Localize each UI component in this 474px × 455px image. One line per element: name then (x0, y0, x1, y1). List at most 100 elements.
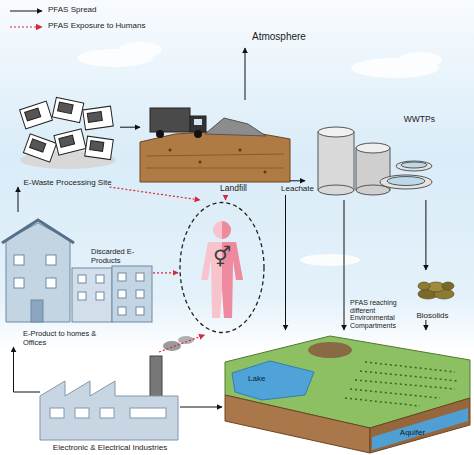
legend-samples (10, 26, 42, 27)
landscape-block (345, 398, 420, 406)
garbage-truck (150, 108, 206, 138)
e-waste-machines (87, 112, 102, 123)
factory (40, 381, 178, 440)
zone-label: Atmosphere (252, 31, 306, 43)
e-waste-machines (83, 106, 114, 130)
atmosphere-zone: Atmosphere (236, 28, 320, 48)
factory (130, 408, 166, 418)
landscape-block (360, 371, 458, 381)
garbage-truck (190, 116, 206, 132)
clouds (300, 254, 360, 266)
landscape-block (355, 380, 455, 389)
factory (40, 336, 194, 440)
e-waste-machines (23, 134, 56, 162)
homes-and-offices (96, 275, 104, 283)
e-waste-machines (20, 101, 53, 129)
biosolids-heap (418, 282, 454, 299)
biosolids-heap (418, 282, 430, 290)
homes-and-offices (2, 220, 74, 243)
industry-site: Electronic & Electrical Industries (40, 352, 180, 452)
homes-and-offices (46, 278, 56, 288)
e-waste-machines (54, 129, 86, 155)
spread-arrow (180, 407, 222, 408)
landscape-block (350, 389, 440, 398)
landfill-ground (169, 149, 172, 152)
homes-and-offices (118, 273, 126, 281)
homes-and-offices (14, 278, 24, 288)
e-waste-machines (52, 97, 84, 122)
factory (100, 408, 114, 418)
treatment-plant (318, 127, 354, 137)
wwtp-site: WWTPs (305, 115, 435, 200)
spread-arrow (425, 320, 426, 330)
environment-block: PFAS reaching different Environmental Co… (222, 330, 472, 453)
site-label: WWTPs (404, 115, 435, 125)
e-waste-machines (59, 135, 75, 147)
treatment-plant (380, 175, 432, 189)
spread-arrow (344, 200, 345, 330)
factory (150, 356, 162, 398)
treatment-plant (318, 127, 432, 195)
homes-and-offices (112, 266, 152, 322)
e-waste-machines (25, 108, 41, 121)
homes-and-offices (136, 273, 144, 281)
factory (163, 341, 181, 351)
treatment-plant (318, 185, 354, 195)
flow-label: E-Product to homes & Offices (23, 329, 105, 347)
treatment-plant (318, 132, 354, 190)
e-waste-machines (20, 97, 116, 169)
homes-and-offices (136, 290, 144, 298)
site-label: Landfill (220, 184, 247, 194)
homes-and-offices (6, 223, 70, 322)
e-waste-machines (90, 141, 104, 152)
zone-label: Lake (248, 374, 265, 383)
flow-label: Discarded E-Products (91, 247, 155, 265)
landfill-ground (264, 171, 267, 174)
site-label: Electronic & Electrical Industries (35, 443, 185, 452)
landscape-block (365, 362, 455, 372)
garbage-truck (150, 108, 190, 132)
treatment-plant (401, 162, 427, 168)
garbage-truck (194, 130, 202, 138)
clouds (118, 42, 162, 58)
exposure-arrow (225, 195, 226, 200)
homes-and-offices (14, 255, 24, 265)
human-figure (201, 221, 243, 318)
sky (0, 0, 474, 350)
biosolids-heap (442, 282, 454, 290)
garbage-truck (156, 130, 164, 138)
landscape-block (345, 362, 458, 406)
e-waste-site: E-Waste Processing Site (15, 95, 120, 187)
e-waste-machines (54, 129, 86, 155)
legend-text: PFAS Exposure to Humans (48, 21, 145, 30)
spread-arrow (120, 127, 140, 128)
legend-text: PFAS Spread (48, 5, 96, 14)
landscape-block (372, 408, 468, 450)
homes-and-offices (31, 300, 43, 322)
exposure-arrow (110, 187, 201, 200)
factory (75, 408, 89, 418)
aquifer-zone: Aquifer (375, 420, 450, 448)
e-waste-machines (52, 97, 84, 122)
gender-symbol: ⚥ (178, 246, 266, 268)
human-figure (222, 221, 243, 318)
landfill-ground (239, 149, 242, 152)
landscape-block (225, 395, 370, 453)
legend-samples (10, 11, 42, 27)
e-waste-machines (58, 102, 74, 114)
clouds (398, 52, 442, 68)
e-waste-machines (83, 106, 114, 130)
treatment-plant (356, 143, 390, 153)
homes-and-offices (118, 307, 126, 315)
factory (50, 408, 64, 418)
biosolids-pile: Biosolids (405, 270, 460, 320)
homes-and-offices (78, 275, 86, 283)
spread-arrow (14, 347, 41, 392)
human-figure (222, 221, 231, 239)
edge-label: Leachate (281, 184, 314, 193)
spread-arrow (425, 200, 426, 270)
landfill-ground (199, 161, 202, 164)
